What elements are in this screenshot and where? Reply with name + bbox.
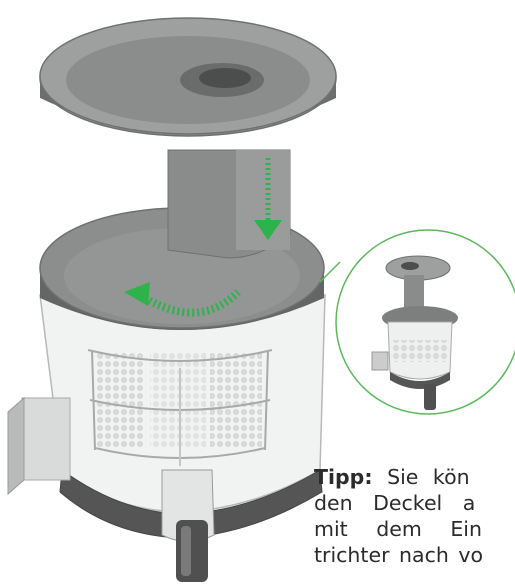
tip-line-2: den Deckel a (314, 491, 476, 515)
feed-tube (167, 149, 291, 259)
down-arrow (254, 158, 282, 240)
tip-paragraph: Tipp: Sie kön den Deckel a mit dem Ein t… (314, 464, 515, 568)
juice-spout (161, 469, 215, 582)
tip-line-3: mit dem Ein (314, 517, 482, 541)
pulp-outlet (7, 396, 71, 496)
hopper-tray (39, 17, 337, 137)
rotate-arrow (124, 282, 241, 317)
juicer-bowl (39, 294, 326, 539)
detail-inset (319, 229, 515, 415)
tip-line-1-text: Sie kön (387, 465, 470, 489)
tip-line-1: Tipp: Sie kön (314, 464, 515, 490)
tip-label: Tipp: (314, 465, 373, 489)
tip-line-4: trichter nach vo (314, 543, 484, 567)
